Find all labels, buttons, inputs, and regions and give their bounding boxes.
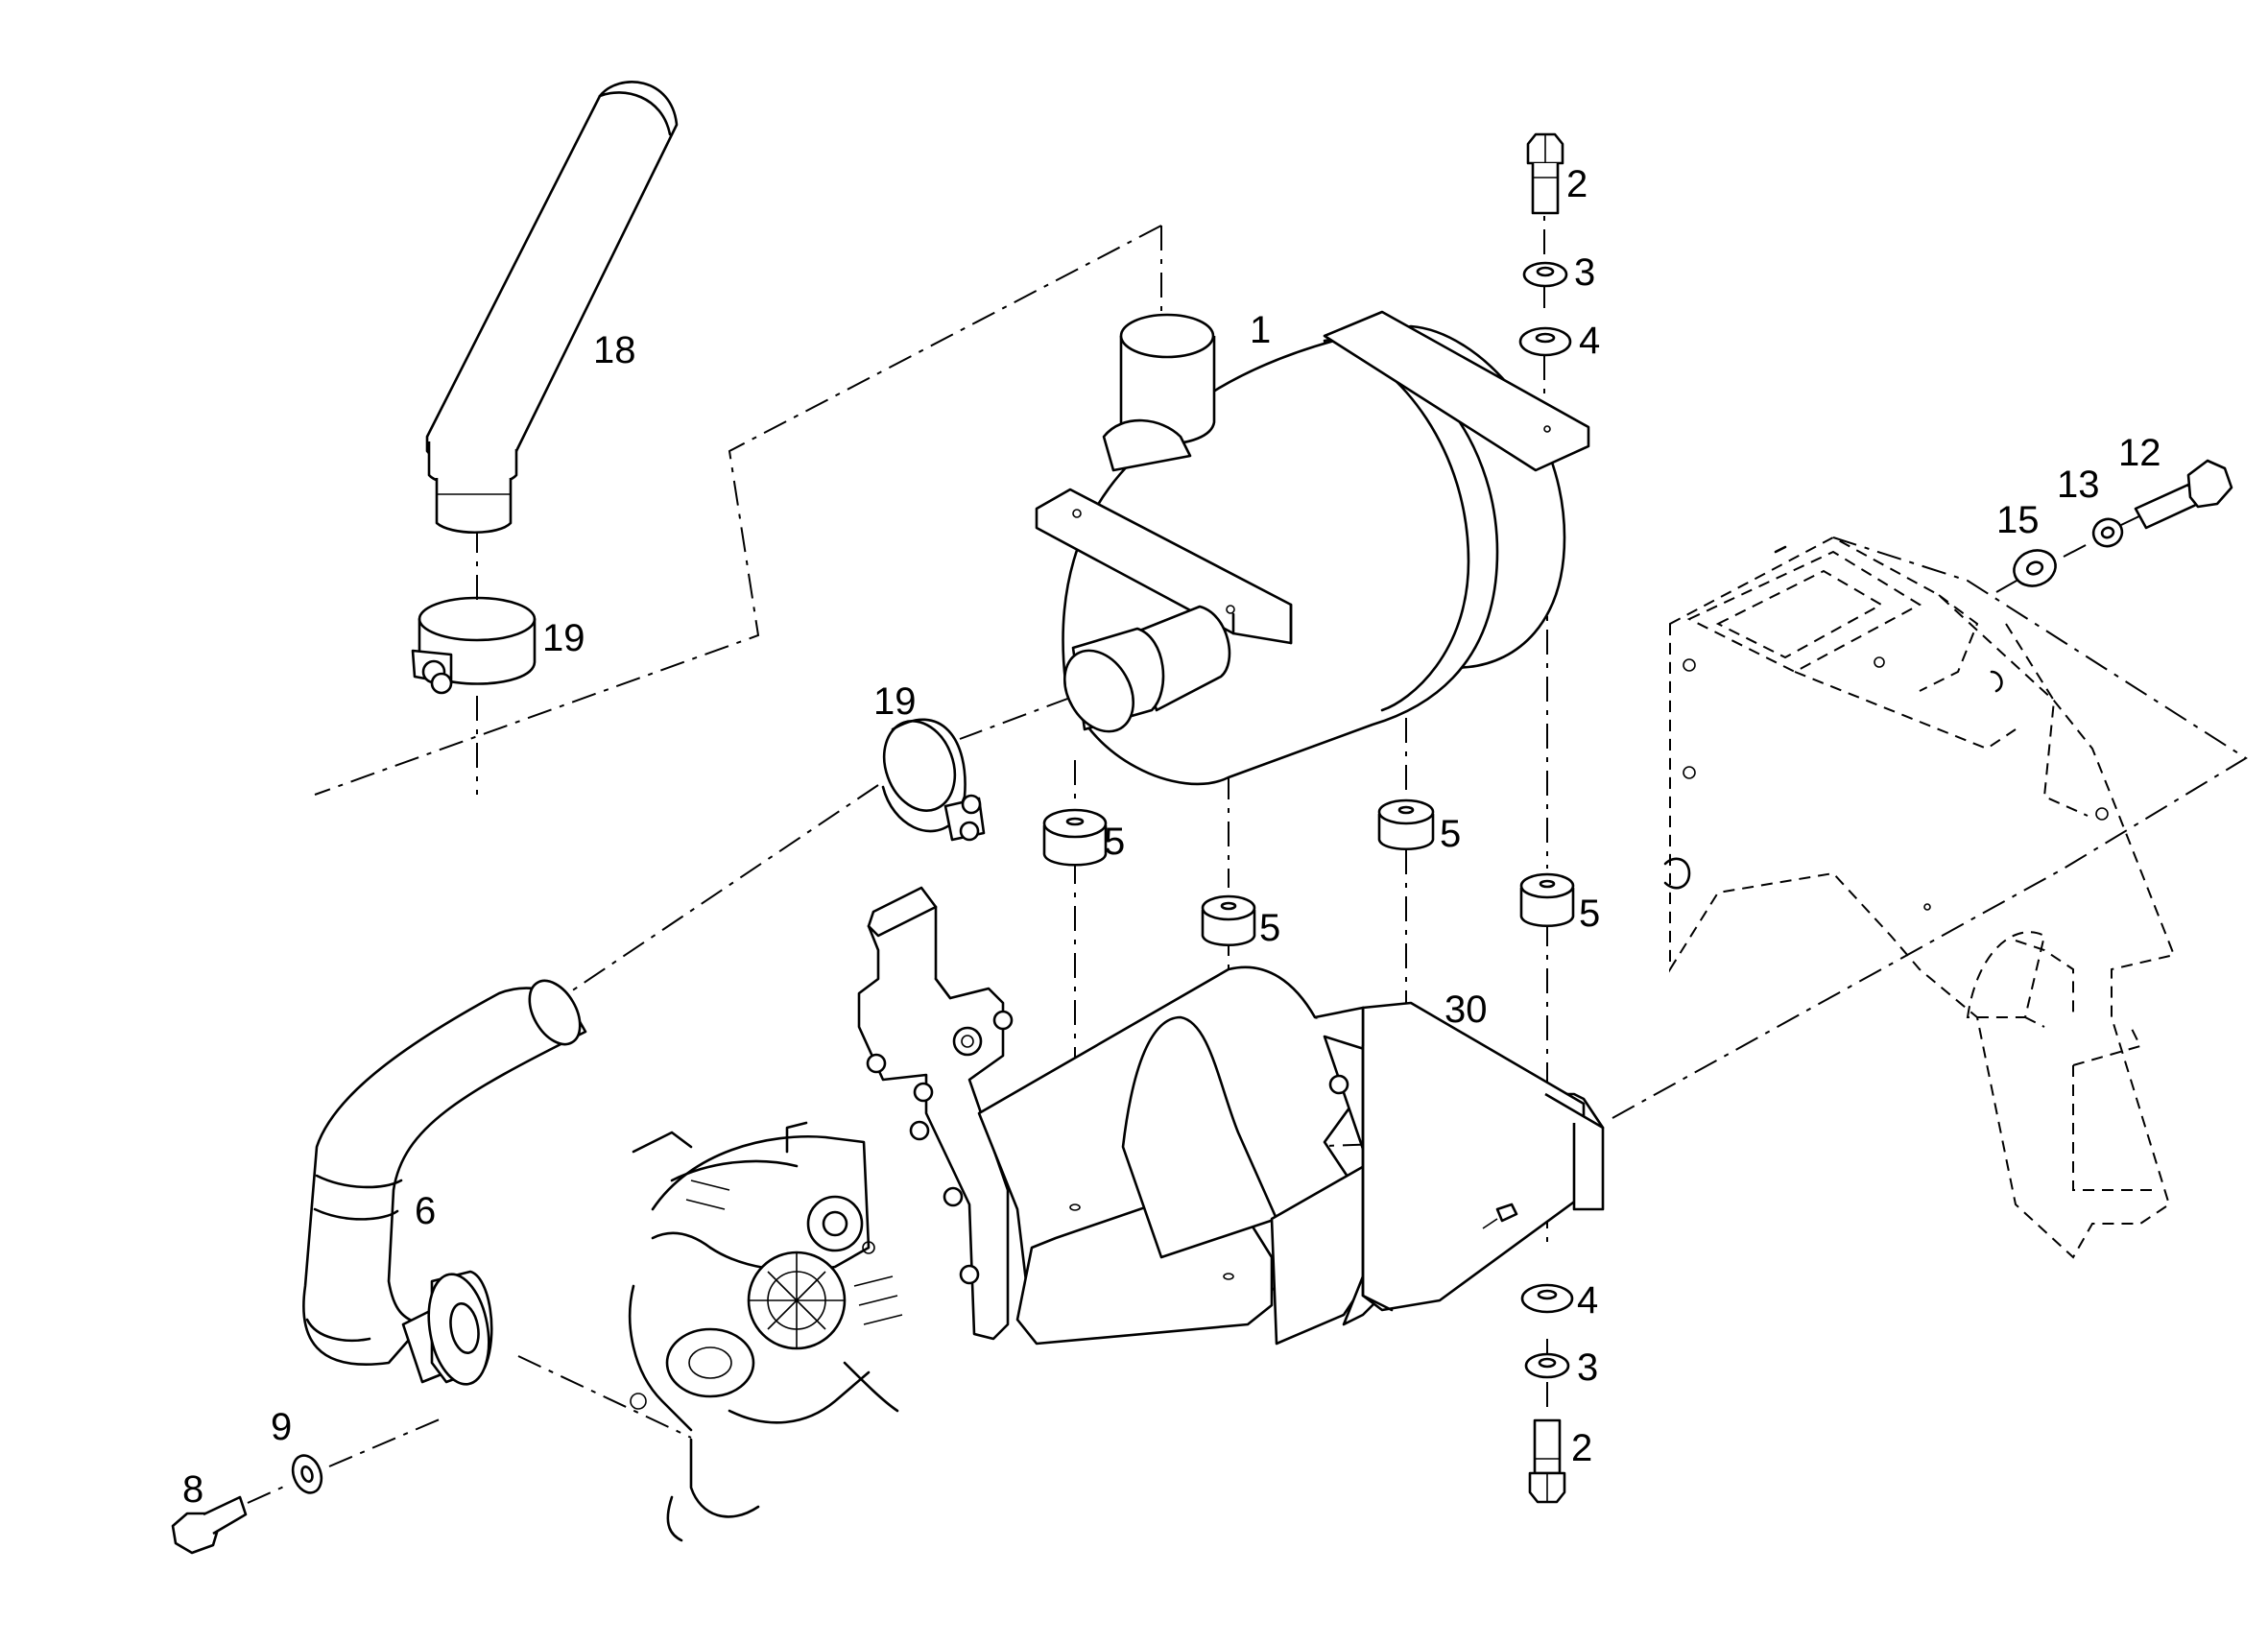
callout-5-b: 5 — [1259, 907, 1280, 949]
part-5-rubber-mount-b — [1201, 894, 1256, 946]
callout-3-upper: 3 — [1574, 251, 1595, 294]
frame-bracket-hidden — [1663, 536, 2176, 1259]
callout-15: 15 — [1996, 499, 2040, 541]
part-30-mounting-tray — [977, 965, 1605, 1346]
callout-labels: 1 2 3 4 18 19 19 5 5 5 5 12 13 15 30 6 9… — [182, 163, 2161, 1511]
callout-12: 12 — [2118, 432, 2161, 474]
mounting-bracket — [857, 886, 1014, 1341]
part-1-air-filter-housing — [1035, 310, 1590, 786]
part-9-washer — [291, 1454, 323, 1494]
engine-partial — [628, 1121, 903, 1542]
part-19-upper-clamp — [411, 596, 537, 695]
callout-6: 6 — [415, 1190, 436, 1232]
part-19-lower-clamp — [881, 718, 986, 842]
callout-5-a: 5 — [1104, 821, 1125, 863]
callout-3-lower: 3 — [1577, 1346, 1598, 1389]
part-5-rubber-mount-d — [1519, 872, 1575, 927]
callout-5-c: 5 — [1440, 813, 1461, 855]
callout-2-upper: 2 — [1566, 163, 1588, 205]
part-4-lower-washer — [1520, 1283, 1574, 1314]
part-5-rubber-mount-c — [1377, 798, 1435, 850]
callout-5-d: 5 — [1579, 893, 1600, 935]
callout-4-lower: 4 — [1577, 1279, 1598, 1322]
part-6-intake-hose — [302, 979, 587, 1386]
part-15-washer — [2013, 549, 2057, 587]
callout-30: 30 — [1444, 989, 1488, 1031]
part-2-lower-bolt — [1528, 1418, 1566, 1504]
part-5-rubber-mount-a — [1042, 808, 1108, 867]
callout-9: 9 — [271, 1406, 292, 1448]
callout-2-lower: 2 — [1571, 1427, 1592, 1469]
callout-8: 8 — [182, 1468, 203, 1511]
part-3-lower-lock-washer — [1524, 1352, 1570, 1379]
callout-4-upper: 4 — [1579, 320, 1600, 362]
part-13-lock-washer — [2091, 517, 2124, 548]
callout-18: 18 — [593, 329, 636, 371]
part-12-bolt — [2134, 459, 2233, 530]
callout-13: 13 — [2057, 464, 2100, 506]
part-4-upper-washer — [1518, 326, 1572, 357]
part-8-bolt — [171, 1495, 248, 1555]
callout-19-lower: 19 — [873, 680, 917, 723]
part-2-upper-bolt — [1526, 132, 1564, 215]
callout-1: 1 — [1250, 309, 1271, 351]
part-18-inlet-tube — [425, 81, 679, 535]
part-3-upper-lock-washer — [1522, 261, 1568, 288]
callout-19-upper: 19 — [542, 617, 585, 659]
